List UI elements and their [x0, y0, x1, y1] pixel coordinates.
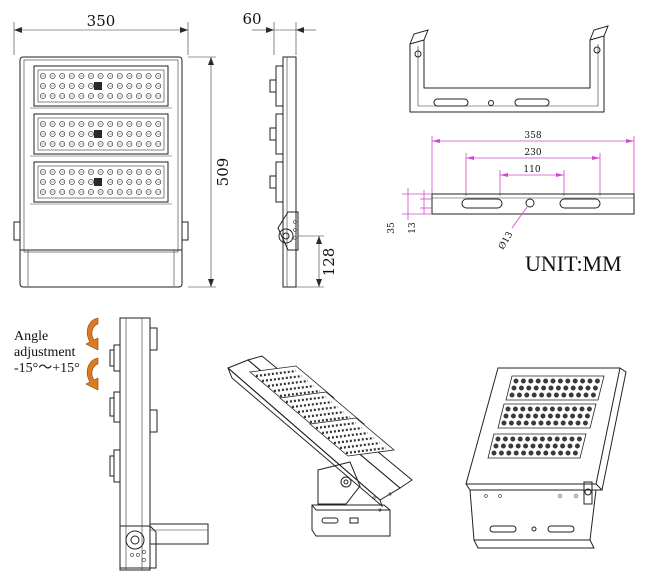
- bracket-slot-height-label: 13: [408, 222, 418, 234]
- side-depth-label: 60: [242, 10, 261, 28]
- front-height-label: 509: [214, 158, 232, 187]
- bracket-height-label: 35: [387, 222, 397, 234]
- isometric-view-front: [465, 367, 627, 549]
- led-module-1: [33, 65, 169, 107]
- svg-text:adjustment: adjustment: [14, 345, 76, 360]
- isometric-view-tilted: [227, 355, 413, 537]
- front-width-label: 350: [87, 12, 116, 30]
- bracket-hole-label: Ø13: [496, 230, 515, 252]
- rotate-arrows-icon: [85, 317, 99, 391]
- led-module-3: [33, 161, 169, 203]
- side-view-detail: [109, 317, 209, 571]
- bracket-view-3d: [409, 25, 609, 113]
- bracket-inner-span-label: 110: [523, 165, 540, 175]
- svg-text:Angle: Angle: [14, 329, 48, 344]
- front-view: 350 509: [13, 12, 232, 288]
- angle-note: Angle adjustment -15°～+15°: [14, 329, 80, 376]
- led-array: [40, 73, 162, 195]
- bracket-view-flat: 358 230 110 35 13 Ø13: [387, 131, 635, 252]
- side-view: 60 128: [242, 10, 338, 288]
- bracket-slot-span-label: 230: [524, 148, 541, 158]
- bracket-overall-label: 358: [524, 131, 541, 141]
- unit-label: UNIT:MM: [525, 251, 622, 276]
- side-bracket-label: 128: [320, 248, 338, 277]
- svg-text:-15°～+15°: -15°～+15°: [14, 361, 80, 376]
- led-module-2: [33, 113, 169, 155]
- heatsink-fins: [30, 107, 172, 205]
